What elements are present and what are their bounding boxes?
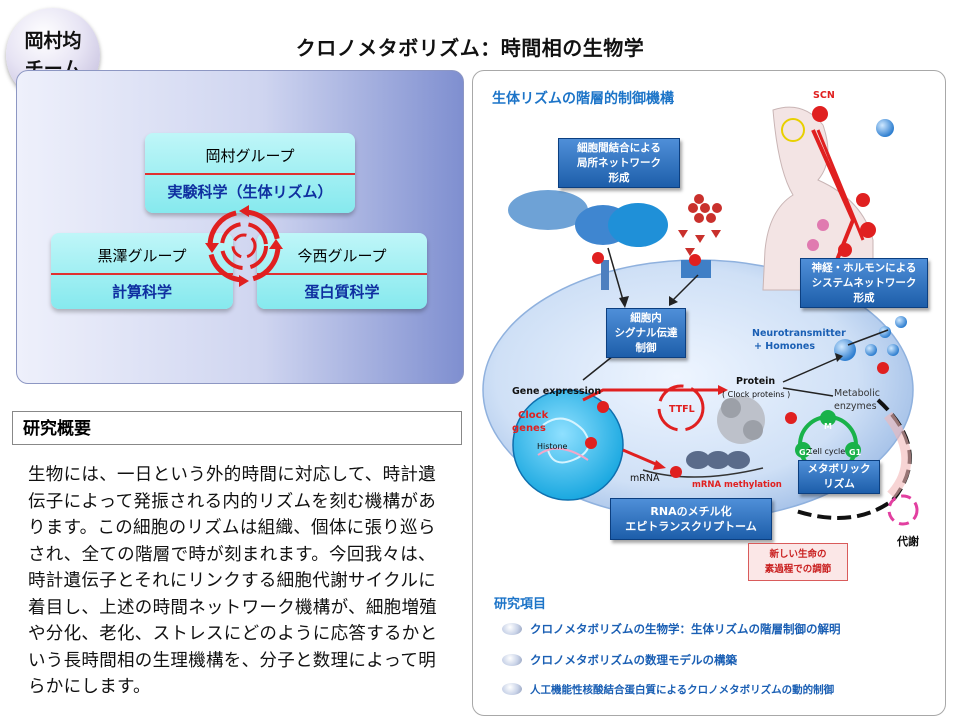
research-item-text: クロノメタボリズムの生物学：生体リズムの階層制御の解明 xyxy=(530,622,841,636)
research-item-text: 人工機能性核酸結合蛋白質によるクロノメタボリズムの動的制御 xyxy=(530,683,835,696)
page-title: クロノメタボリズム：時間相の生物学 xyxy=(295,36,645,60)
phase-m-label: M xyxy=(824,422,832,431)
local-network-line3: 形成 xyxy=(608,171,630,184)
mrna-label: mRNA xyxy=(630,473,660,484)
epitranscriptome-line2: エピトランスクリプトーム xyxy=(625,520,757,533)
group-field-kurosawa: 計算科学 xyxy=(111,283,172,301)
cell-illustration xyxy=(482,106,919,526)
cell-cycle-label: Cell cycle xyxy=(807,447,846,456)
group-field-okamura: 実験科学（生体リズム） xyxy=(167,183,333,201)
metabolic-rhythm-box: メタボリック リズム xyxy=(798,460,880,494)
epitranscriptome-box: RNAのメチル化 エピトランスクリプトーム xyxy=(610,498,772,540)
research-item: クロノメタボリズムの数理モデルの構築 xyxy=(502,651,737,669)
system-network-box: 神経・ホルモンによる システムネットワーク 形成 xyxy=(800,258,928,308)
clock-genes-line1: Clock xyxy=(518,410,549,421)
bullet-icon xyxy=(502,654,522,666)
group-divider xyxy=(51,273,233,275)
group-box-kurosawa: 黒澤グループ 計算科学 xyxy=(51,233,233,309)
phase-g2-label: G2 xyxy=(799,448,812,457)
cycle-arrows-icon xyxy=(205,205,283,287)
group-name-imanishi: 今西グループ xyxy=(297,247,387,265)
receptor-icon xyxy=(608,203,668,247)
nucleus xyxy=(512,389,624,501)
metabolism-cycle-icon xyxy=(887,494,919,526)
group-box-imanishi: 今西グループ 蛋白質科学 xyxy=(257,233,427,309)
histone-label: Histone xyxy=(537,442,568,451)
groups-panel: 岡村グループ 実験科学（生体リズム） 黒澤グループ 計算科学 今西グループ 蛋白… xyxy=(16,70,464,384)
new-life-line2: 素過程での調節 xyxy=(764,564,832,575)
scn-marker-icon xyxy=(812,106,828,122)
local-network-box: 細胞間結合による 局所ネットワーク 形成 xyxy=(558,138,680,188)
group-divider xyxy=(145,173,355,175)
overview-heading: 研究概要 xyxy=(12,411,462,445)
overview-text: 生物には、一日という外的時間に対応して、時計遺伝子によって発振される内的リズムを… xyxy=(28,465,438,697)
intracellular-line3: 制御 xyxy=(635,341,657,354)
metabolism-label: 代謝 xyxy=(897,535,919,548)
local-network-line2: 局所ネットワーク xyxy=(577,156,661,169)
research-items-heading: 研究項目 xyxy=(494,597,547,612)
intracellular-signal-box: 細胞内 シグナル伝達 制御 xyxy=(606,308,686,358)
receptor-icon xyxy=(508,190,588,230)
group-divider xyxy=(257,273,427,275)
system-network-line2: システムネットワーク xyxy=(811,276,917,289)
phase-g1-label: G1 xyxy=(849,448,862,457)
metabolic-enzymes-line2: enzymes xyxy=(834,401,877,412)
metabolic-rhythm-line1: メタボリック xyxy=(807,463,871,475)
hormones-label: + Homones xyxy=(754,341,816,352)
system-network-line1: 神経・ホルモンによる xyxy=(811,261,917,274)
research-item: クロノメタボリズムの生物学：生体リズムの階層制御の解明 xyxy=(502,620,841,638)
epitranscriptome-line1: RNAのメチル化 xyxy=(650,505,732,518)
group-box-okamura: 岡村グループ 実験科学（生体リズム） xyxy=(145,133,355,213)
ttfl-loop-icon xyxy=(657,384,705,432)
gene-expression-label: Gene expression xyxy=(512,386,602,397)
system-network-line3: 形成 xyxy=(853,291,875,304)
diagram-title: 生体リズムの階層的制御機構 xyxy=(492,91,674,107)
team-badge-line1: 岡村均 xyxy=(24,30,82,52)
gene-expression-arrow xyxy=(582,388,718,402)
intracellular-line2: シグナル伝達 xyxy=(614,326,678,339)
mrna-methylation-label: mRNA methylation xyxy=(692,480,782,490)
clock-genes-line2: genes xyxy=(512,423,546,434)
local-network-line1: 細胞間結合による xyxy=(577,141,661,154)
clock-proteins-label: ( Clock proteins ) xyxy=(722,390,791,399)
group-name-okamura: 岡村グループ xyxy=(205,147,295,165)
new-life-line1: 新しい生命の xyxy=(769,549,827,560)
ttfl-label: TTFL xyxy=(669,404,695,415)
intracellular-line1: 細胞内 xyxy=(630,311,662,324)
neurotransmitter-label: Neurotransmitter xyxy=(752,328,846,339)
group-field-imanishi: 蛋白質科学 xyxy=(304,283,380,301)
group-name-kurosawa: 黒澤グループ xyxy=(97,247,187,265)
bullet-icon xyxy=(502,623,522,635)
new-life-box: 新しい生命の 素過程での調節 xyxy=(748,543,848,581)
research-item: 人工機能性核酸結合蛋白質によるクロノメタボリズムの動的制御 xyxy=(502,680,834,698)
research-item-text: クロノメタボリズムの数理モデルの構築 xyxy=(530,653,737,667)
bullet-icon xyxy=(502,683,522,695)
scn-label: SCN xyxy=(813,90,835,101)
protein-label: Protein xyxy=(736,376,776,387)
metabolic-enzymes-line1: Metabolic xyxy=(834,388,880,399)
metabolic-rhythm-line2: リズム xyxy=(823,478,855,490)
